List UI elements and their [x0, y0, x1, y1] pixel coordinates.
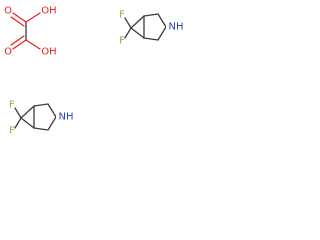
cf-bond-1: [124, 17, 132, 29]
chemical-structure-canvas: O OH O OH F F NH F F: [4, 6, 186, 137]
cp-bond-1: [20, 105, 35, 119]
cf-bond-2: [14, 117, 22, 129]
amine-label-backdrop: [166, 21, 186, 33]
cf-bond-1: [14, 107, 22, 119]
oxalic-hydroxyl-bottom: OH: [41, 47, 56, 58]
fluorine-atom-2: F: [119, 36, 125, 47]
fluorine-atom-1: F: [9, 100, 15, 111]
oxalic-bottom-co-double-1: [12, 39, 27, 50]
ring-bond-2: [157, 13, 167, 28]
oxalic-top-co-double-1: [12, 12, 27, 23]
fluorine-atom-1: F: [119, 10, 125, 21]
oxalic-bottom-coh-bond: [25, 39, 41, 50]
ring-bond-4: [33, 127, 49, 131]
cp-bond-2: [20, 117, 35, 129]
cf-bond-2: [124, 27, 132, 39]
ring-bond-4: [143, 37, 159, 41]
difluoroazabicycle-bottom-molecule: F F NH: [9, 100, 76, 137]
fluorine-atom-2: F: [9, 126, 15, 137]
ring-bond-2: [47, 103, 57, 118]
difluoroazabicycle-top-molecule: F F NH: [119, 10, 186, 47]
oxalic-oxygen-top: O: [4, 6, 12, 17]
oxalic-acid-molecule: O OH O OH: [4, 6, 57, 58]
amine-nh-label: NH: [59, 112, 74, 123]
oxalic-bottom-co-double-2: [10, 35, 25, 46]
oxalic-top-co-double-2: [10, 16, 25, 27]
cp-bond-1: [130, 15, 145, 29]
amine-label-backdrop: [56, 111, 76, 123]
cp-bond-2: [130, 27, 145, 39]
amine-nh-label: NH: [169, 22, 184, 33]
ring-bond-3: [47, 116, 57, 131]
ring-bond-1: [143, 13, 159, 17]
oxalic-oxygen-bottom: O: [4, 47, 12, 58]
ring-bond-1: [33, 103, 49, 107]
oxalic-hydroxyl-top: OH: [41, 6, 56, 17]
oxalic-top-coh-bond: [25, 12, 41, 23]
ring-bond-3: [157, 26, 167, 41]
